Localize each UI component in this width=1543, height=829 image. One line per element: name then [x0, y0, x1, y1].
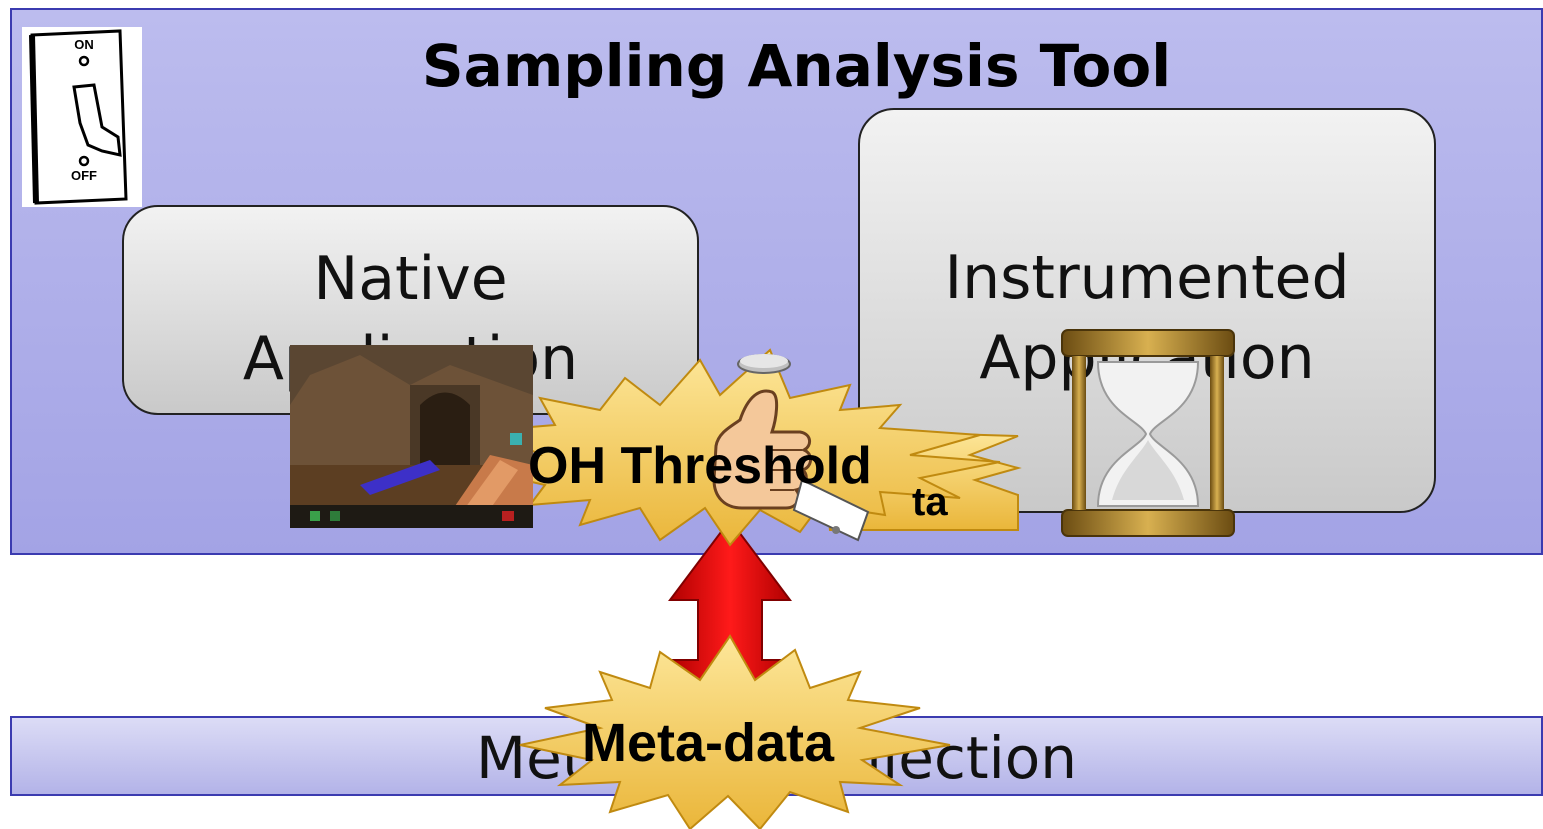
meta-data-burst: [519, 634, 951, 829]
back-burst-label: ta: [912, 480, 948, 524]
instrumented-label-line1: Instrumented: [944, 243, 1350, 313]
switch-off-label: OFF: [71, 168, 97, 183]
game-screenshot: [290, 345, 533, 528]
oh-threshold-label: OH Threshold: [528, 437, 872, 495]
light-switch-icon: ON OFF: [22, 27, 142, 207]
hourglass-icon: [1061, 329, 1235, 537]
thumbs-up-icon: [712, 389, 870, 542]
switch-on-label: ON: [74, 37, 94, 52]
meta-data-burst-label: Meta-data: [582, 713, 835, 773]
tool-title: Sampling Analysis Tool: [421, 32, 1172, 100]
coin-icon: [737, 354, 791, 374]
native-label-line1: Native: [313, 244, 508, 314]
